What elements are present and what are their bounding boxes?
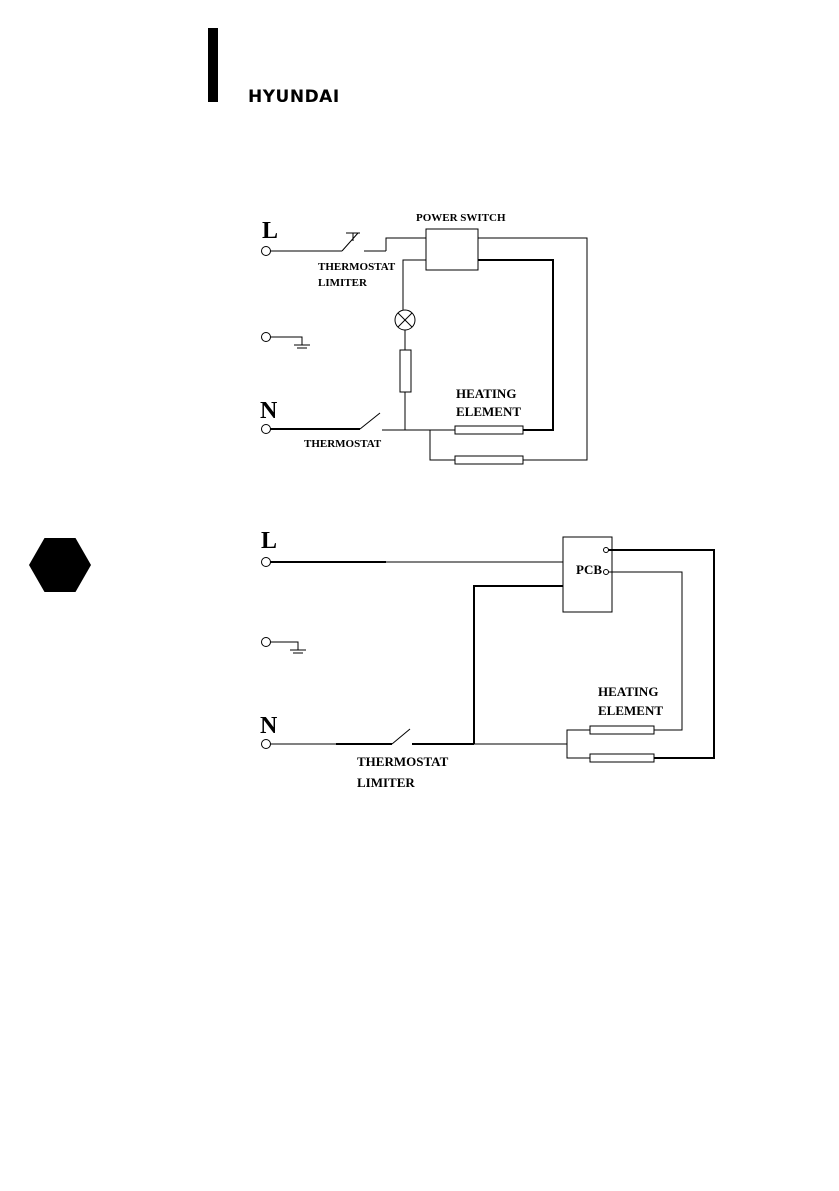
brand-logo-text: HYUNDAI — [248, 87, 340, 107]
d1-wire — [385, 237, 426, 251]
d1-thermostat-limiter-switch — [341, 232, 386, 252]
d1-neutral-label: N — [260, 398, 278, 424]
section-hexagon-icon — [29, 538, 91, 592]
d1-wire — [478, 237, 588, 461]
d2-pcb-box — [562, 536, 613, 613]
d2-pcb-terminal-1 — [603, 547, 609, 553]
d2-wire — [608, 549, 715, 759]
d2-thermostat-limiter-switch — [391, 728, 411, 745]
d1-heating-element-label-2: ELEMENT — [456, 404, 521, 419]
wiring-diagram-2: L N PCB THERMOSTAT LIMITER HEATING E — [260, 528, 715, 790]
d1-thermostat-label: THERMOSTAT — [304, 438, 382, 450]
wiring-diagram-1: L N THERMOSTAT LIMITER POWER SWITCH — [260, 212, 588, 465]
d1-neutral-terminal — [261, 424, 271, 434]
d2-wire — [608, 571, 683, 731]
d1-resistor — [399, 349, 412, 393]
d1-line-label: L — [262, 218, 278, 244]
header-bar — [208, 28, 218, 102]
d1-line-terminal — [261, 246, 271, 256]
d2-wire — [566, 729, 590, 744]
d2-line-label: L — [261, 528, 277, 554]
d2-pcb-terminal-2 — [603, 569, 609, 575]
d2-line-terminal — [261, 557, 271, 567]
d2-wire — [473, 585, 563, 744]
d1-thermostat-limiter-label-2: LIMITER — [318, 277, 368, 289]
d2-thermostat-limiter-label-1: THERMOSTAT — [357, 754, 449, 769]
d2-wire — [566, 744, 590, 759]
d1-wire — [429, 430, 455, 461]
d1-ground-icon — [261, 332, 310, 349]
d2-neutral-terminal — [261, 739, 271, 749]
d1-heating-element-1 — [454, 425, 524, 435]
d2-thermostat-limiter-label-2: LIMITER — [357, 775, 415, 790]
d1-thermostat-switch — [359, 412, 381, 430]
d1-thermostat-limiter-label-1: THERMOSTAT — [318, 261, 396, 273]
d2-heating-element-2 — [589, 753, 655, 763]
d1-heating-element-2 — [454, 455, 524, 465]
d1-power-switch-label: POWER SWITCH — [416, 212, 506, 224]
d1-indicator-lamp-icon — [394, 309, 416, 331]
d2-heating-element-label-2: ELEMENT — [598, 703, 663, 718]
d2-ground-icon — [261, 637, 306, 654]
d2-heating-element-label-1: HEATING — [598, 684, 658, 699]
d1-wire — [478, 259, 554, 431]
d1-power-switch-box — [425, 228, 479, 271]
d1-heating-element-label-1: HEATING — [456, 386, 516, 401]
d1-wire — [402, 259, 426, 310]
d2-heating-element-1 — [589, 725, 655, 735]
d2-neutral-label: N — [260, 713, 278, 739]
d2-pcb-label: PCB — [576, 562, 602, 577]
